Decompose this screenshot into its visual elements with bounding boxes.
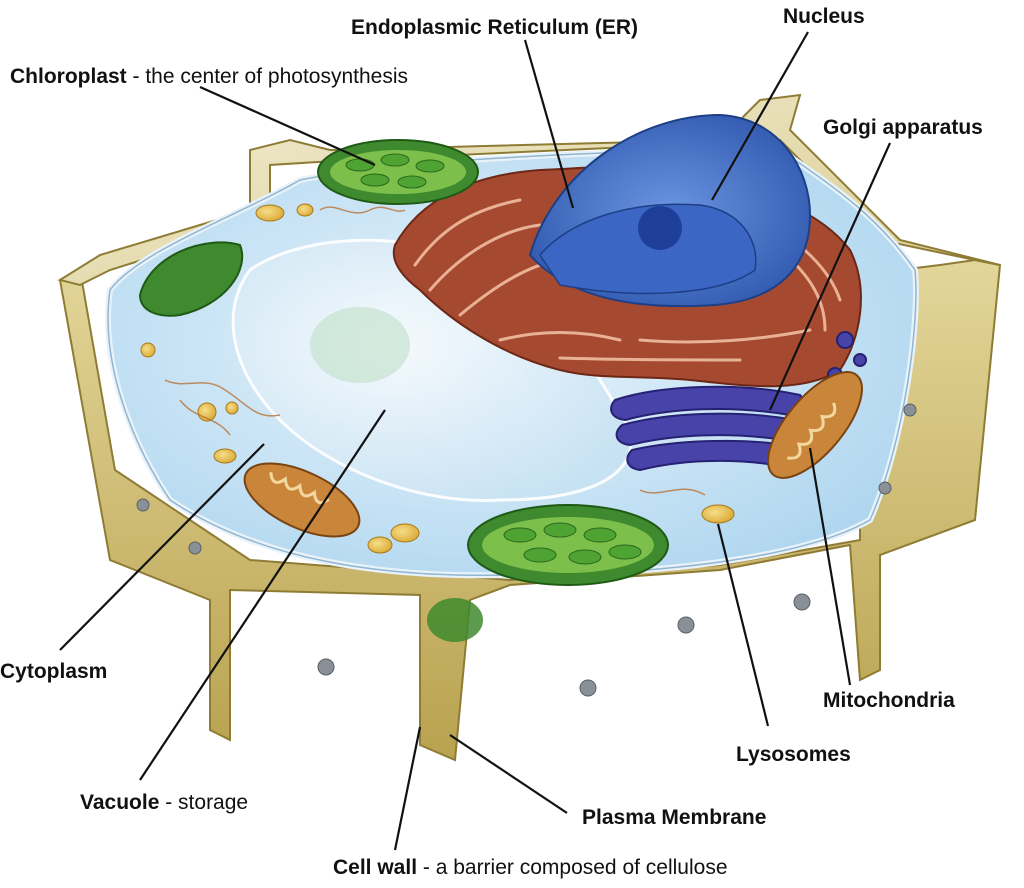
label-lysosomes: Lysosomes — [736, 744, 851, 765]
label-vacuole-desc: - storage — [159, 791, 249, 814]
label-golgi-name: Golgi apparatus — [823, 116, 983, 139]
label-cell-wall-name: Cell wall — [333, 856, 418, 879]
mitochondrion-left — [243, 462, 361, 538]
lysosomes — [140, 203, 735, 554]
cytoskeleton — [164, 206, 706, 496]
nucleus-cut-face — [539, 203, 757, 295]
nucleolus — [638, 206, 682, 250]
label-mitochondria-name: Mitochondria — [823, 689, 955, 712]
label-cell-wall-desc: - a barrier composed of cellulose — [417, 856, 728, 879]
label-golgi: Golgi apparatus — [823, 117, 983, 138]
mitochondrion-right — [767, 371, 863, 479]
label-mitochondria: Mitochondria — [823, 690, 955, 711]
wall-pits — [136, 403, 917, 697]
label-vacuole-name: Vacuole — [80, 791, 160, 814]
label-nucleus: Nucleus — [783, 6, 865, 27]
leader-lines — [59, 31, 892, 851]
chloroplast-lower-left — [427, 598, 483, 642]
label-plasma-membrane-name: Plasma Membrane — [582, 806, 767, 829]
label-cytoplasm: Cytoplasm — [0, 661, 107, 682]
label-cell-wall: Cell wall - a barrier composed of cellul… — [333, 857, 728, 878]
label-chloroplast: Chloroplast - the center of photosynthes… — [10, 66, 408, 87]
label-chloroplast-name: Chloroplast — [10, 65, 127, 88]
vacuole-inner-shade — [310, 307, 410, 383]
label-er-name: Endoplasmic Reticulum (ER) — [351, 16, 639, 39]
label-cytoplasm-name: Cytoplasm — [0, 660, 108, 683]
label-nucleus-name: Nucleus — [783, 5, 865, 28]
label-chloroplast-desc: - the center of photosynthesis — [126, 65, 409, 88]
label-er: Endoplasmic Reticulum (ER) — [351, 17, 638, 38]
chloroplast-bottom — [467, 504, 669, 586]
label-lysosomes-name: Lysosomes — [736, 743, 851, 766]
label-vacuole: Vacuole - storage — [80, 792, 248, 813]
chloroplast-left — [138, 241, 244, 317]
label-plasma-membrane: Plasma Membrane — [582, 807, 766, 828]
